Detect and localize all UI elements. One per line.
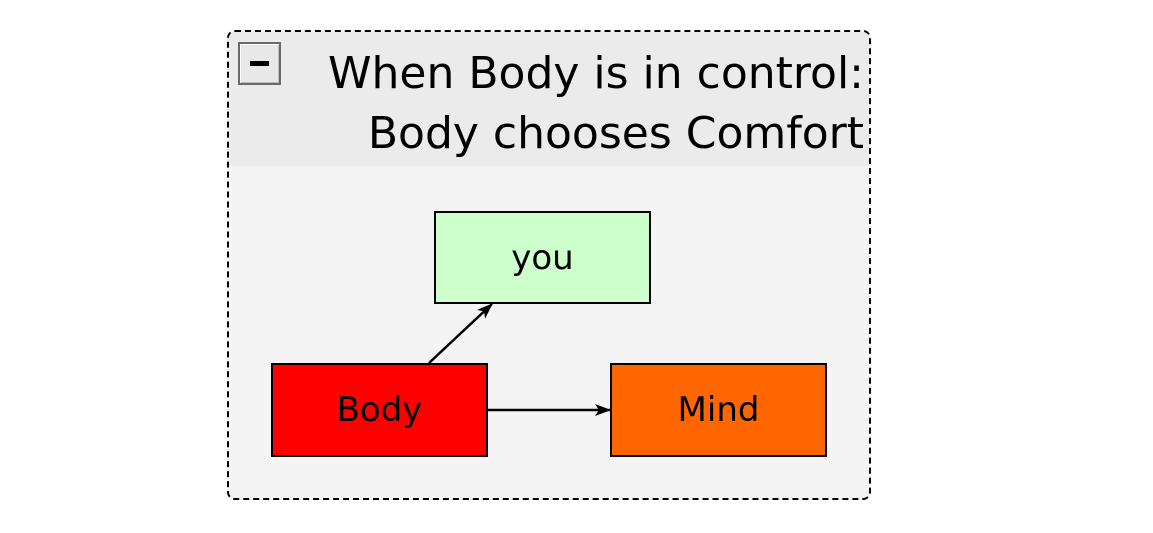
group-title-line-2: Body chooses Comfort <box>367 108 864 159</box>
group-header: When Body is in control: Body chooses Co… <box>229 32 869 166</box>
node-you[interactable]: you <box>434 211 651 304</box>
node-you-label: you <box>511 237 574 278</box>
node-body[interactable]: Body <box>271 363 488 457</box>
node-mind[interactable]: Mind <box>610 363 827 457</box>
node-mind-label: Mind <box>677 390 760 430</box>
node-body-label: Body <box>336 390 423 430</box>
group-title: When Body is in control: Body chooses Co… <box>328 44 864 164</box>
minus-icon <box>250 61 269 66</box>
group-title-line-1: When Body is in control: <box>328 48 864 99</box>
collapse-button[interactable] <box>238 42 281 85</box>
diagram-group: When Body is in control: Body chooses Co… <box>227 30 871 500</box>
